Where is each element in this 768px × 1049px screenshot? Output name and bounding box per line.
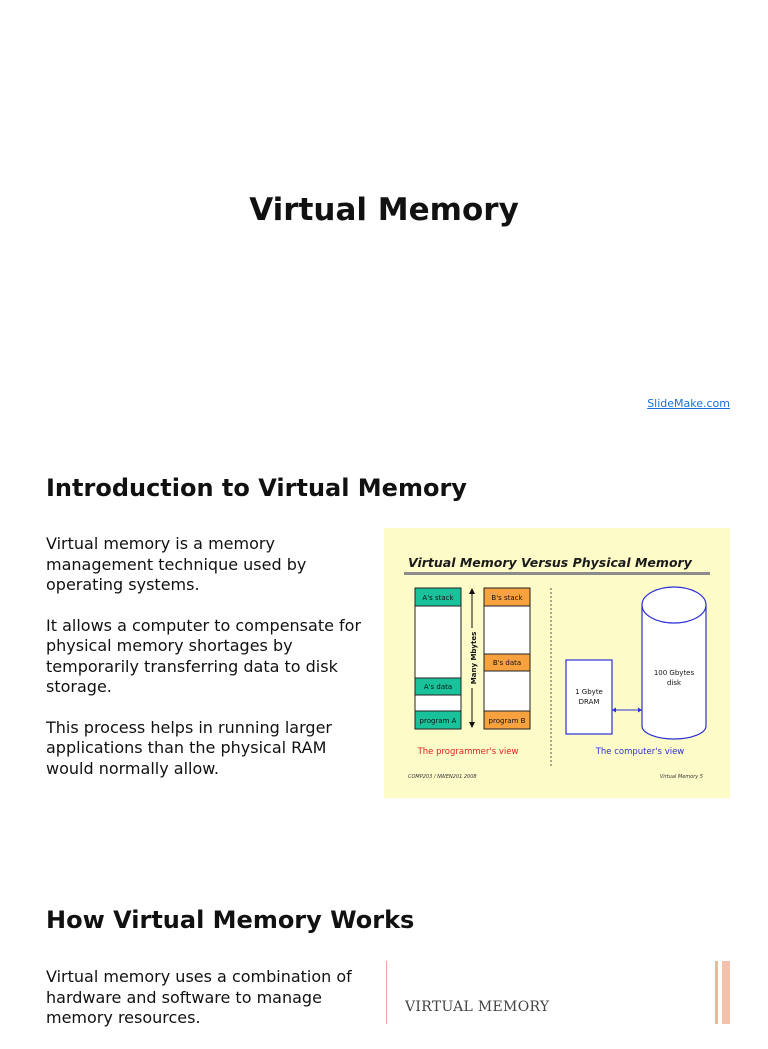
virtual-memory-slide-figure: VIRTUAL MEMORY [386,961,730,1024]
connector-head-right [638,707,642,713]
figure-footer-course: COMP203 / NWEN201 2008 [408,774,477,780]
paragraph: It allows a computer to compensate for p… [46,615,362,697]
page-title: Virtual Memory [249,192,519,228]
arrow-label-bg [466,628,478,688]
disk-cylinder-body [641,605,707,740]
virtual-vs-physical-memory-figure: Virtual Memory Versus Physical Memory A'… [384,528,730,798]
section-heading-how-it-works: How Virtual Memory Works [46,906,415,934]
program-a-block [414,710,462,730]
b-data-block [483,653,531,672]
slide-accent-bar [715,961,718,1024]
introduction-text: Virtual memory is a memory management te… [46,534,371,799]
many-mbytes-label: Many Mbytes [470,632,478,684]
a-stack-label: A's stack [422,594,454,602]
title-rule [404,572,710,575]
a-stack-block [414,587,462,607]
program-b-block [483,710,531,730]
slide-accent-bar [722,961,730,1024]
a-data-label: A's data [424,683,452,691]
how-it-works-text: Virtual memory uses a combination of har… [46,967,371,1049]
slide-left-rule [386,961,387,1024]
slidemake-link[interactable]: SlideMake.com [647,397,730,410]
program-a-label: program A [420,717,457,725]
disk-size-label: 100 Gbytes [654,669,695,677]
arrow-head-up [469,588,475,594]
paragraph: This process helps in running larger app… [46,717,332,778]
computers-view-label: The computer's view [595,747,685,757]
paragraph: Virtual memory uses a combination of har… [46,967,352,1027]
disk-cylinder-top [641,586,707,624]
figure-title: Virtual Memory Versus Physical Memory [408,555,693,570]
dram-box [565,659,613,735]
section-heading-introduction: Introduction to Virtual Memory [46,474,467,502]
program-b-label: program B [489,717,526,725]
dram-label: DRAM [579,698,600,706]
b-stack-block [483,587,531,607]
disk-label: disk [667,679,682,687]
arrow-head-down [469,722,475,728]
b-stack-label: B's stack [491,594,523,602]
figure-footer-page: Virtual Memory 5 [660,774,703,780]
connector-head-left [612,707,616,713]
program-a-column [414,587,462,730]
b-data-label: B's data [493,659,521,667]
slide-heading: VIRTUAL MEMORY [405,999,550,1015]
programmers-view-label: The programmer's view [417,747,519,757]
a-data-block [414,677,462,696]
dram-size-label: 1 Gbyte [575,688,603,696]
paragraph: Virtual memory is a memory management te… [46,534,307,594]
